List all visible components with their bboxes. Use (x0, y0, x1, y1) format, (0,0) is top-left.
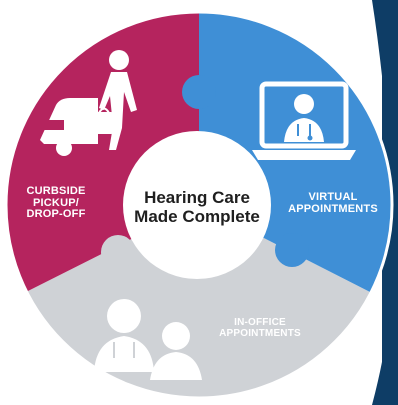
outer-ring (4, 10, 394, 400)
puzzle-tab-right (275, 233, 309, 267)
center-title-line2: Made Complete (134, 207, 260, 227)
label-curbside-line1: CURBSIDE (26, 185, 86, 197)
car-shopper-icon (40, 50, 137, 156)
puzzle-tab-top (182, 75, 216, 109)
puzzle-tab-left (101, 235, 135, 269)
side-panel-curve (372, 0, 398, 405)
center-title: Hearing Care Made Complete (125, 188, 269, 226)
label-virtual-line1: VIRTUAL (308, 191, 358, 203)
label-in-office: IN-OFFICE APPOINTMENTS (205, 317, 315, 339)
center-circle (123, 131, 271, 279)
label-curbside-line3: DROP-OFF (26, 208, 86, 221)
doctor-patient-icon (94, 299, 202, 380)
label-in-office-line1: IN-OFFICE (234, 317, 286, 328)
center-title-line1: Hearing Care (144, 188, 250, 207)
label-in-office-line2: APPOINTMENTS (219, 327, 301, 339)
label-virtual-line2: APPOINTMENTS (288, 202, 378, 215)
label-curbside: CURBSIDE PICKUP/ DROP-OFF (24, 185, 88, 221)
laptop-doctor-icon (252, 81, 356, 160)
label-curbside-line2: PICKUP/ (32, 196, 80, 209)
label-virtual: VIRTUAL APPOINTMENTS (283, 191, 383, 215)
